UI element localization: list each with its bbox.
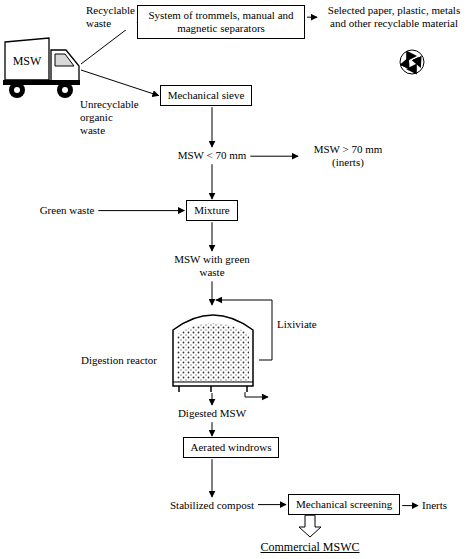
stream-text: Digested MSW <box>176 406 248 421</box>
node-text: Stabilized compost <box>170 499 254 512</box>
flow-arrow <box>212 107 213 147</box>
output-text: Selected paper, plastic, metals and othe… <box>319 3 469 31</box>
node-text: Selected paper, plastic, metals and othe… <box>321 4 467 30</box>
stream-text: MSW with green waste <box>170 252 254 280</box>
flow-arrow <box>212 281 213 305</box>
product-text: Commercial MSWC <box>259 539 362 555</box>
flow-arrow <box>81 70 159 96</box>
flow-arrow <box>307 17 317 18</box>
node-text: Inerts <box>422 499 447 512</box>
process-box: Mechanical screening <box>288 494 400 515</box>
reactor-drawing <box>167 306 259 392</box>
flow-arrow <box>250 156 298 157</box>
process-box: Mechanical sieve <box>160 85 253 106</box>
process-box: System of trommels, manual and magnetic … <box>137 5 305 39</box>
reactor-vessel: Digestion reactor <box>167 306 259 392</box>
stream-text: Stabilized compost <box>168 498 256 513</box>
node-text: Mixture <box>194 204 229 217</box>
edge-label: Recyclable waste <box>86 4 136 30</box>
input-text: Green waste <box>38 203 97 218</box>
node-text: MSW <box>5 42 49 80</box>
flow-arrow <box>212 222 213 251</box>
flow-arrow <box>402 505 418 506</box>
node-text: Mechanical sieve <box>168 89 245 102</box>
flow-arrow <box>98 210 184 211</box>
flow-arrow <box>212 422 213 436</box>
flow-arrow <box>258 504 286 505</box>
node-text: Aerated windrows <box>191 441 272 454</box>
output-text: MSW > 70 mm (inerts) <box>300 142 396 170</box>
flow-arrow <box>212 393 213 405</box>
node-text: MSW < 70 mm <box>178 149 247 162</box>
process-box: Aerated windrows <box>183 437 280 458</box>
stream-label: Lixiviate <box>277 318 317 331</box>
node-text: Digested MSW <box>178 407 246 420</box>
flow-arrow <box>212 164 213 199</box>
output-text: Inerts <box>420 498 449 513</box>
reactor-label: Digestion reactor <box>71 354 157 367</box>
edge-label: Unrecyclable organic waste <box>80 98 140 138</box>
flow-arrow <box>212 459 213 497</box>
stream-text: MSW < 70 mm <box>176 148 249 163</box>
node-text: MSW > 70 mm (inerts) <box>302 143 394 169</box>
recycle-symbol <box>400 50 424 74</box>
node-text: System of trommels, manual and magnetic … <box>145 9 297 35</box>
node-text: MSW with green waste <box>172 253 252 279</box>
outflow-pipe <box>245 392 268 397</box>
node-text: Commercial MSWC <box>261 540 360 554</box>
output-arrow <box>299 515 321 537</box>
process-box: Mixture <box>186 200 237 221</box>
node-text: Green waste <box>40 204 95 217</box>
waste-truck: MSW <box>3 36 81 100</box>
node-text: Mechanical screening <box>296 498 392 511</box>
